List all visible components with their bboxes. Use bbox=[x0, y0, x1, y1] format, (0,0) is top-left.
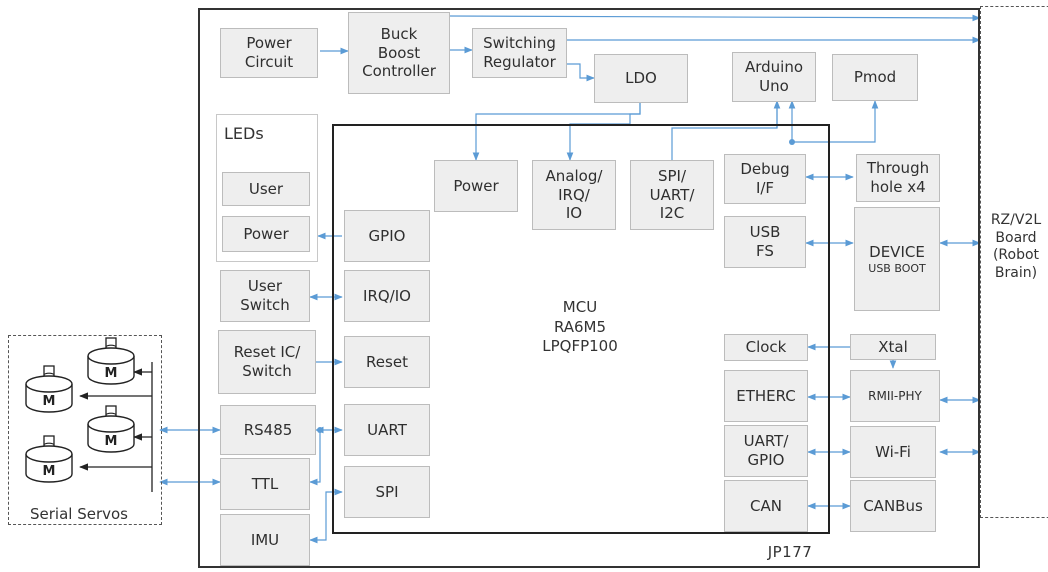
serial-servos-frame bbox=[8, 335, 162, 525]
reset-block: Reset bbox=[344, 336, 430, 388]
led-power-block: Power bbox=[222, 216, 310, 252]
rmii-phy-block: RMII-PHY bbox=[850, 370, 940, 422]
buck-boost-controller-block: Buck Boost Controller bbox=[348, 12, 450, 94]
mcu-label: MCU RA6M5 LPQFP100 bbox=[542, 298, 618, 355]
rz-board-label: RZ/V2L Board (Robot Brain) bbox=[990, 212, 1042, 281]
ttl-block: TTL bbox=[220, 458, 310, 510]
wire-ldo-to-analog bbox=[566, 103, 641, 161]
pmod-block: Pmod bbox=[832, 54, 918, 101]
debug-if-block: Debug I/F bbox=[724, 154, 806, 204]
device-usb-boot-block: DEVICE USB BOOT bbox=[854, 207, 940, 311]
etherc-block: ETHERC bbox=[724, 370, 808, 422]
analog-irq-io-block: Analog/ IRQ/ IO bbox=[532, 160, 616, 230]
reset-ic-switch-block: Reset IC/ Switch bbox=[218, 330, 316, 394]
wire-buck-to-rz-top bbox=[449, 14, 981, 22]
junction-dot-uart bbox=[317, 427, 323, 433]
serial-servos-label: Serial Servos bbox=[30, 505, 128, 523]
rz-board-frame bbox=[980, 6, 1048, 518]
usb-fs-block: USB FS bbox=[724, 216, 806, 268]
mcu-frame bbox=[332, 124, 830, 534]
servo-letter: M bbox=[105, 366, 118, 381]
wifi-block: Wi-Fi bbox=[850, 426, 936, 478]
xtal-block: Xtal bbox=[850, 334, 936, 360]
board-frame bbox=[198, 8, 980, 568]
wire-uart-ttl bbox=[309, 430, 321, 486]
wire-pmod-branch bbox=[792, 100, 879, 143]
arduino-uno-block: Arduino Uno bbox=[732, 52, 816, 102]
power-block: Power bbox=[434, 160, 518, 212]
power-circuit-block: Power Circuit bbox=[220, 28, 318, 78]
user-switch-block: User Switch bbox=[220, 270, 310, 322]
board-label: JP177 bbox=[767, 543, 813, 561]
uart-gpio-block: UART/ GPIO bbox=[724, 425, 808, 477]
leds-title: LEDs bbox=[224, 124, 264, 143]
wire-imu-spi bbox=[309, 488, 343, 544]
device-label: DEVICE bbox=[869, 242, 925, 261]
canbus-block: CANBus bbox=[850, 480, 936, 532]
rs485-block: RS485 bbox=[220, 405, 316, 455]
through-hole-block: Through hole x4 bbox=[856, 154, 940, 202]
can-block: CAN bbox=[724, 480, 808, 532]
clock-block: Clock bbox=[724, 334, 808, 361]
irq-io-block: IRQ/IO bbox=[344, 270, 430, 322]
ldo-block: LDO bbox=[594, 54, 688, 103]
junction-dot-arduino bbox=[789, 139, 795, 145]
leds-frame bbox=[216, 114, 318, 262]
usb-boot-label: USB BOOT bbox=[868, 261, 926, 275]
servo-motor-icon: M bbox=[25, 365, 73, 413]
servo-letter: M bbox=[43, 464, 56, 479]
gpio-block: GPIO bbox=[344, 210, 430, 262]
servo-letter: M bbox=[105, 434, 118, 449]
wire-switching-to-ldo bbox=[567, 63, 595, 82]
servo-motor-icon: M bbox=[87, 337, 135, 385]
switching-regulator-block: Switching Regulator bbox=[472, 28, 567, 78]
servo-letter: M bbox=[43, 394, 56, 409]
spi-uart-i2c-block: SPI/ UART/ I2C bbox=[630, 160, 714, 230]
servo-motor-icon: M bbox=[87, 405, 135, 453]
spi-block: SPI bbox=[344, 466, 430, 518]
led-user-block: User bbox=[222, 172, 310, 206]
servo-motor-icon: M bbox=[25, 435, 73, 483]
imu-block: IMU bbox=[220, 514, 310, 566]
uart-block: UART bbox=[344, 404, 430, 456]
